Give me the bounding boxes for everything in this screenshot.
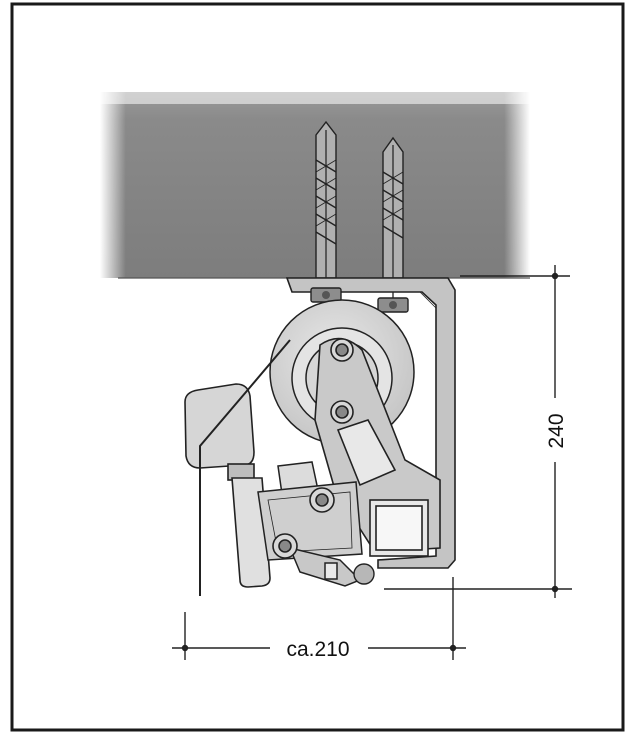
bolt-pulley-upper xyxy=(330,338,354,362)
nut-right xyxy=(377,297,409,313)
bolt-arm xyxy=(309,487,335,513)
anchor-bolt-left xyxy=(315,120,337,300)
bolt-pulley-lower xyxy=(330,400,354,424)
ceiling-block xyxy=(100,86,530,279)
dimension-height-label: 240 xyxy=(545,413,568,448)
belt-strap xyxy=(199,339,291,596)
dimension-width xyxy=(172,577,466,660)
lower-link xyxy=(288,546,362,587)
bolt-housing xyxy=(272,533,298,559)
square-tube xyxy=(369,499,429,557)
anchor-bolt-right xyxy=(382,136,404,300)
page-frame xyxy=(10,2,625,732)
end-cap xyxy=(353,563,375,585)
dimension-width-label: ca.210 xyxy=(286,638,349,661)
